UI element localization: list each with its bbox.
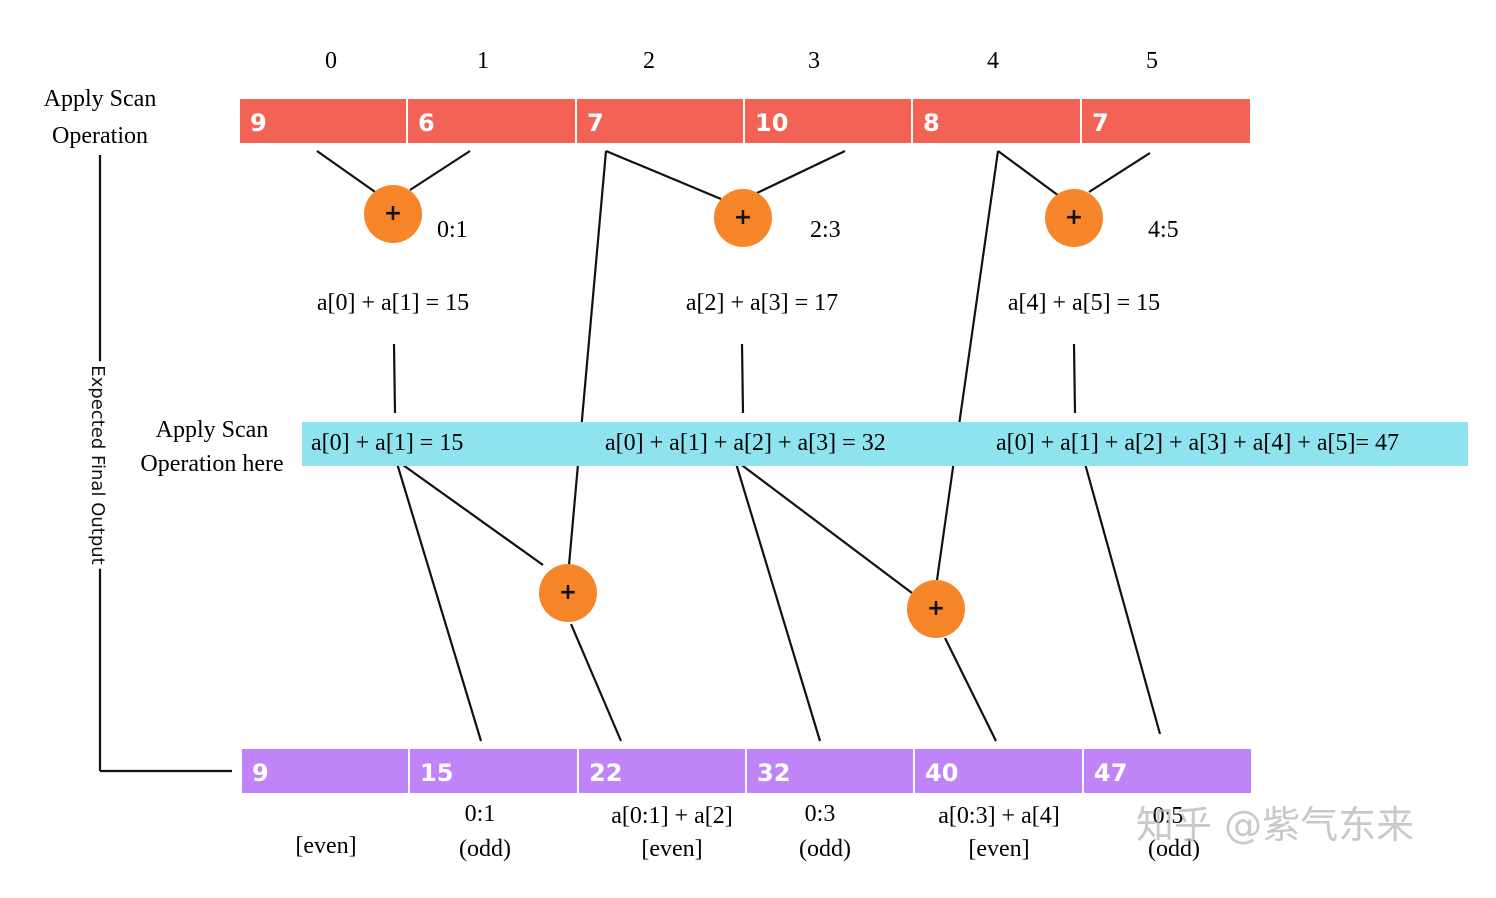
input-cell: 9 <box>250 109 267 137</box>
index-label: 4 <box>987 48 999 74</box>
top-label-line: Apply Scan <box>44 86 157 112</box>
connector-line <box>935 150 1000 581</box>
mid-cell: a[0] + a[1] + a[2] + a[3] + a[4] + a[5]=… <box>996 430 1399 456</box>
connector-line <box>1088 152 1151 193</box>
index-labels: 0 1 2 3 4 5 <box>325 48 1158 74</box>
output-cell: 22 <box>589 759 622 787</box>
partial-sum: a[2] + a[3] = 17 <box>686 290 838 316</box>
index-label: 5 <box>1146 48 1158 74</box>
connector-line <box>567 150 608 566</box>
input-cell: 6 <box>418 109 435 137</box>
output-annotation: a[0:3] + a[4] <box>938 803 1059 829</box>
output-annotation: a[0:1] + a[2] <box>611 803 732 829</box>
plus-icon: + <box>1065 205 1083 230</box>
plus-icon: + <box>734 205 752 230</box>
partial-sum: a[4] + a[5] = 15 <box>1008 290 1160 316</box>
input-cell: 7 <box>587 109 604 137</box>
connector-lines <box>98 149 1162 773</box>
output-annotations: [even] 0:1 (odd) a[0:1] + a[2] [even] 0:… <box>295 801 1200 862</box>
output-annotation: [even] <box>641 836 702 862</box>
connector-line <box>997 150 1060 197</box>
connector-line <box>394 459 483 742</box>
adder-node: + <box>539 564 597 622</box>
connector-line <box>1072 343 1077 414</box>
partial-sum: a[0] + a[1] = 15 <box>317 290 469 316</box>
input-array: 9 6 7 10 8 7 <box>240 99 1250 143</box>
range-label: 0:1 <box>437 217 468 243</box>
mid-cell: a[0] + a[1] = 15 <box>311 430 463 456</box>
adder-node: + <box>714 189 772 247</box>
output-annotation: [even] <box>968 836 1029 862</box>
output-cell: 9 <box>252 759 269 787</box>
index-label: 1 <box>477 48 489 74</box>
connector-line <box>756 150 846 194</box>
index-label: 3 <box>808 48 820 74</box>
range-labels: 0:1 2:3 4:5 <box>437 217 1179 243</box>
adder-node: + <box>364 185 422 243</box>
plus-icon: + <box>384 201 402 226</box>
side-label: Expected Final Output <box>87 365 108 564</box>
connector-line <box>734 459 913 594</box>
side-label-gap <box>85 361 110 569</box>
output-cell: 47 <box>1094 759 1127 787</box>
index-label: 2 <box>643 48 655 74</box>
plus-icon: + <box>559 580 577 605</box>
output-annotation: [even] <box>295 833 356 859</box>
output-annotation: 0:1 <box>465 801 496 827</box>
output-array-dividers <box>408 749 1084 793</box>
input-cell: 7 <box>1092 109 1109 137</box>
connector-line <box>316 150 379 195</box>
partial-sums: a[0] + a[1] = 15 a[2] + a[3] = 17 a[4] +… <box>317 290 1160 316</box>
output-annotation: (odd) <box>1148 836 1200 862</box>
mid-label-line: Operation here <box>140 451 283 477</box>
output-annotation: (odd) <box>799 836 851 862</box>
plus-icon: + <box>927 596 945 621</box>
top-label-line: Operation <box>52 123 148 149</box>
input-array-dividers <box>406 99 1082 143</box>
mid-cell: a[0] + a[1] + a[2] + a[3] = 32 <box>605 430 886 456</box>
adders: + + + + + <box>364 185 1103 638</box>
connector-line <box>392 343 397 414</box>
output-cell: 32 <box>757 759 790 787</box>
connector-line <box>569 623 623 742</box>
mid-label: Apply Scan Operation here <box>140 417 283 477</box>
range-label: 2:3 <box>810 217 841 243</box>
output-annotation: 0:5 <box>1153 803 1184 829</box>
connector-line <box>409 150 471 191</box>
mid-label-line: Apply Scan <box>156 417 269 443</box>
connector-line <box>944 637 997 742</box>
connector-line <box>395 459 544 566</box>
mid-array: a[0] + a[1] = 15 a[0] + a[1] + a[2] + a[… <box>302 422 1468 466</box>
output-cell: 15 <box>420 759 453 787</box>
watermark: 知乎 @紫气东来 <box>1136 803 1414 847</box>
output-cell: 40 <box>925 759 958 787</box>
top-label: Apply Scan Operation <box>44 86 157 149</box>
output-array: 9 15 22 32 40 47 <box>242 749 1251 793</box>
mid-array-bar <box>302 422 1468 466</box>
connector-line <box>1082 459 1162 735</box>
output-annotation: 0:3 <box>805 801 836 827</box>
connector-line <box>740 343 745 414</box>
adder-node: + <box>1045 189 1103 247</box>
output-annotation: (odd) <box>459 836 511 862</box>
input-cell: 8 <box>923 109 940 137</box>
adder-node: + <box>907 580 965 638</box>
connector-line <box>605 149 722 201</box>
range-label: 4:5 <box>1148 217 1179 243</box>
index-label: 0 <box>325 48 337 74</box>
connector-line <box>733 459 822 742</box>
input-cell: 10 <box>755 109 788 137</box>
